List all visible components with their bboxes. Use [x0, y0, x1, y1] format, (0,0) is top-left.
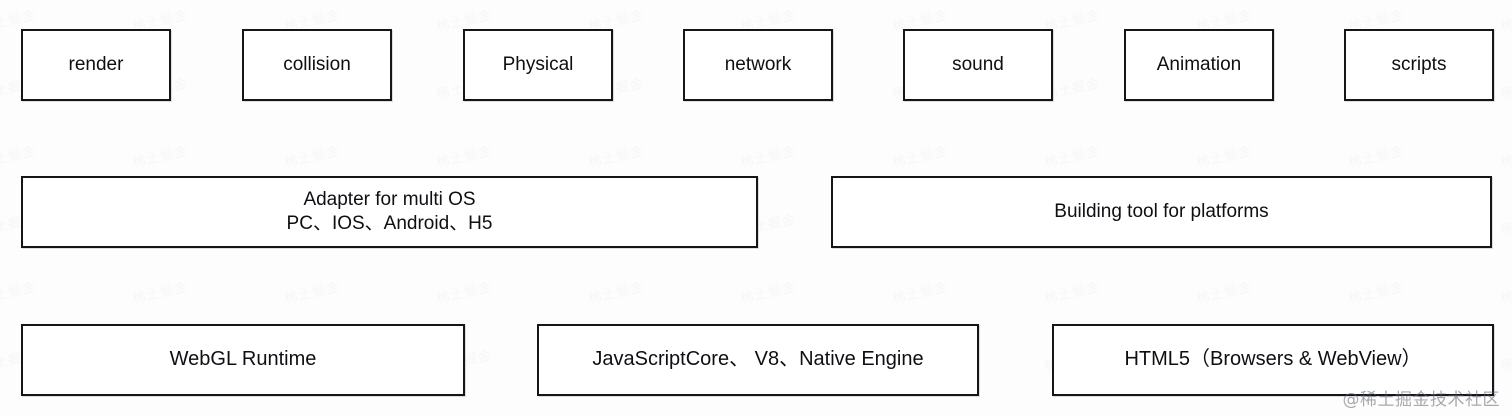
diagram-box-animation: Animation — [1124, 29, 1274, 101]
diagram-box-html5-browsers-webview: HTML5（Browsers & WebView） — [1052, 324, 1494, 396]
diagram-box-network: network — [683, 29, 833, 101]
diagram-box-physical: Physical — [463, 29, 613, 101]
corner-watermark: @稀土掘金技术社区 — [1342, 390, 1500, 410]
diagram-box-javascriptcore-v8-native-engine: JavaScriptCore、 V8、Native Engine — [537, 324, 979, 396]
diagram-box-label: Animation — [1156, 53, 1242, 75]
diagram-box-label: collision — [283, 53, 351, 75]
diagram-box-collision: collision — [242, 29, 392, 101]
diagram-box-building-tool-for-platforms: Building tool for platforms — [831, 176, 1492, 248]
diagram-box-label: render — [68, 53, 124, 75]
diagram-box-label: HTML5（Browsers & WebView） — [1124, 348, 1422, 371]
diagram-box-label: network — [724, 53, 792, 75]
diagram-box-label: Adapter for multi OS PC、IOS、Android、H5 — [286, 188, 493, 234]
diagram-box-render: render — [21, 29, 171, 101]
diagram-box-label: scripts — [1391, 53, 1447, 75]
diagram-box-webgl-runtime: WebGL Runtime — [21, 324, 465, 396]
diagram-box-scripts: scripts — [1344, 29, 1494, 101]
diagram-box-label: Building tool for platforms — [1054, 200, 1269, 222]
diagram-box-sound: sound — [903, 29, 1053, 101]
diagram-box-label: Physical — [502, 53, 574, 75]
diagram-box-label: JavaScriptCore、 V8、Native Engine — [592, 348, 924, 371]
diagram-box-label: WebGL Runtime — [169, 348, 317, 371]
diagram-box-adapter-for-multi-os-pc-ios-android-h5: Adapter for multi OS PC、IOS、Android、H5 — [21, 176, 758, 248]
diagram-box-label: sound — [952, 53, 1004, 75]
